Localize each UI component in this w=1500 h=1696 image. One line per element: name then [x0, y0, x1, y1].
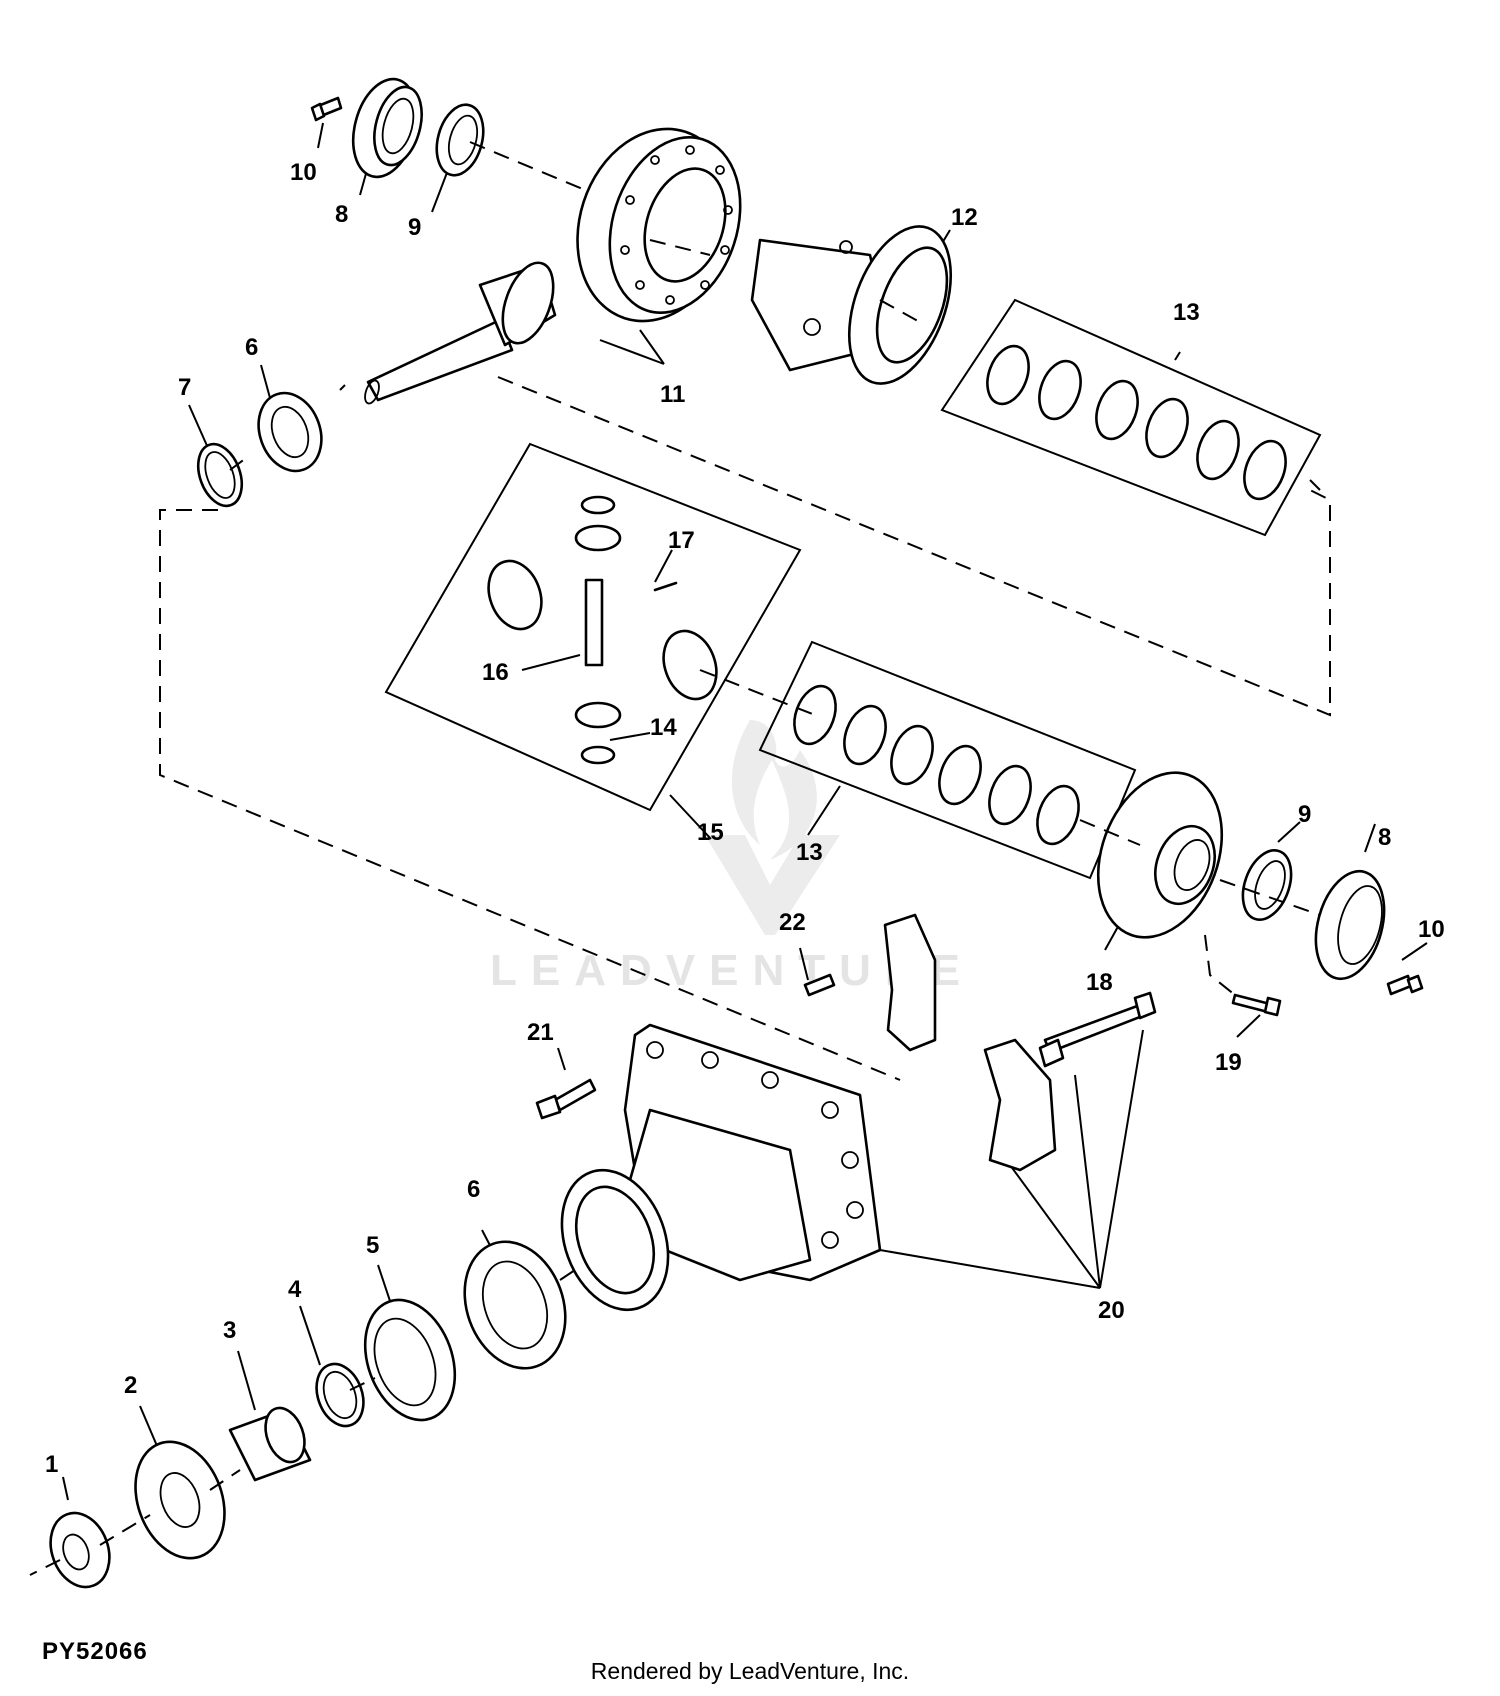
- callout-1: 1: [45, 1451, 58, 1478]
- bearing-cup-9-right: [1241, 849, 1293, 921]
- callout-9-upper: 9: [408, 214, 421, 241]
- shim-ring-4: [315, 1362, 365, 1428]
- callout-8-right: 8: [1378, 824, 1391, 851]
- callout-10-upper: 10: [290, 159, 317, 186]
- callout-9-right: 9: [1298, 801, 1311, 828]
- leader-lines: [62, 122, 1428, 1501]
- assembly-dashed-line: [159, 376, 1331, 1081]
- callout-7: 7: [178, 374, 191, 401]
- seal-2: [134, 1440, 226, 1560]
- callout-4: 4: [288, 1276, 302, 1303]
- callout-6-upper: 6: [245, 334, 258, 361]
- friction-discs-13-lower: [793, 684, 1080, 846]
- friction-discs-13-top: [986, 344, 1287, 501]
- watermark-text: LEADVENTURE: [490, 946, 974, 995]
- callout-13-lower: 13: [796, 839, 823, 866]
- callout-21: 21: [527, 1019, 554, 1046]
- bearing-cup-9-top: [435, 103, 485, 177]
- callout-17: 17: [668, 527, 695, 554]
- callout-20: 20: [1098, 1297, 1125, 1324]
- adjusting-nut-8-top: [351, 77, 423, 179]
- differential-gears-box: [384, 442, 802, 812]
- bearing-cup-5: [363, 1298, 457, 1422]
- callout-16: 16: [482, 659, 509, 686]
- bolt-10-top: [310, 96, 343, 122]
- differential-case-12: [750, 225, 953, 385]
- callout-labels: 1 2 3 4 5 6 6 7 8 8 9 9 10 10 11 12 13 1…: [45, 159, 1445, 1478]
- disc-pack-box-lower: [758, 640, 1137, 880]
- bearing-6-lower: [463, 1240, 567, 1370]
- callout-2: 2: [124, 1372, 137, 1399]
- differential-cover-18: [1096, 771, 1224, 939]
- bolt-10-right: [1386, 974, 1424, 996]
- pinion-shaft-11: [364, 261, 557, 405]
- figure-id: PY52066: [42, 1638, 148, 1665]
- disc-pack-box-top: [940, 298, 1322, 537]
- bearing-6-top: [257, 391, 323, 473]
- callout-6-lower: 6: [467, 1176, 480, 1203]
- bolt-19: [1231, 993, 1282, 1017]
- callout-22: 22: [779, 909, 806, 936]
- callout-11: 11: [660, 381, 685, 408]
- axle-housing-20: [560, 1023, 882, 1312]
- nut-1: [49, 1511, 111, 1589]
- dowel-pin-22: [803, 973, 836, 997]
- leadventure-watermark: LEADVENTURE: [490, 720, 974, 995]
- differential-gears-14-17: [487, 495, 718, 765]
- adjusting-nut-8-right: [1314, 869, 1386, 981]
- ring-gear-11: [576, 127, 742, 323]
- assembly-centerlines: [29, 141, 1321, 1576]
- callout-8-upper: 8: [335, 201, 348, 228]
- snap-ring-7: [196, 442, 244, 508]
- bearing-caps-20: [883, 913, 1157, 1172]
- rendered-by-footer: Rendered by LeadVenture, Inc.: [590, 1658, 910, 1684]
- callout-3: 3: [223, 1317, 236, 1344]
- callout-10-right: 10: [1418, 916, 1445, 943]
- bolt-21: [535, 1078, 597, 1120]
- callout-18: 18: [1086, 969, 1113, 996]
- callout-5: 5: [366, 1232, 379, 1259]
- callout-15: 15: [697, 819, 724, 846]
- spacer-3: [228, 1406, 312, 1482]
- callout-12: 12: [951, 204, 978, 231]
- callout-14: 14: [650, 714, 677, 741]
- callout-13-top: 13: [1173, 299, 1200, 326]
- callout-19: 19: [1215, 1049, 1242, 1076]
